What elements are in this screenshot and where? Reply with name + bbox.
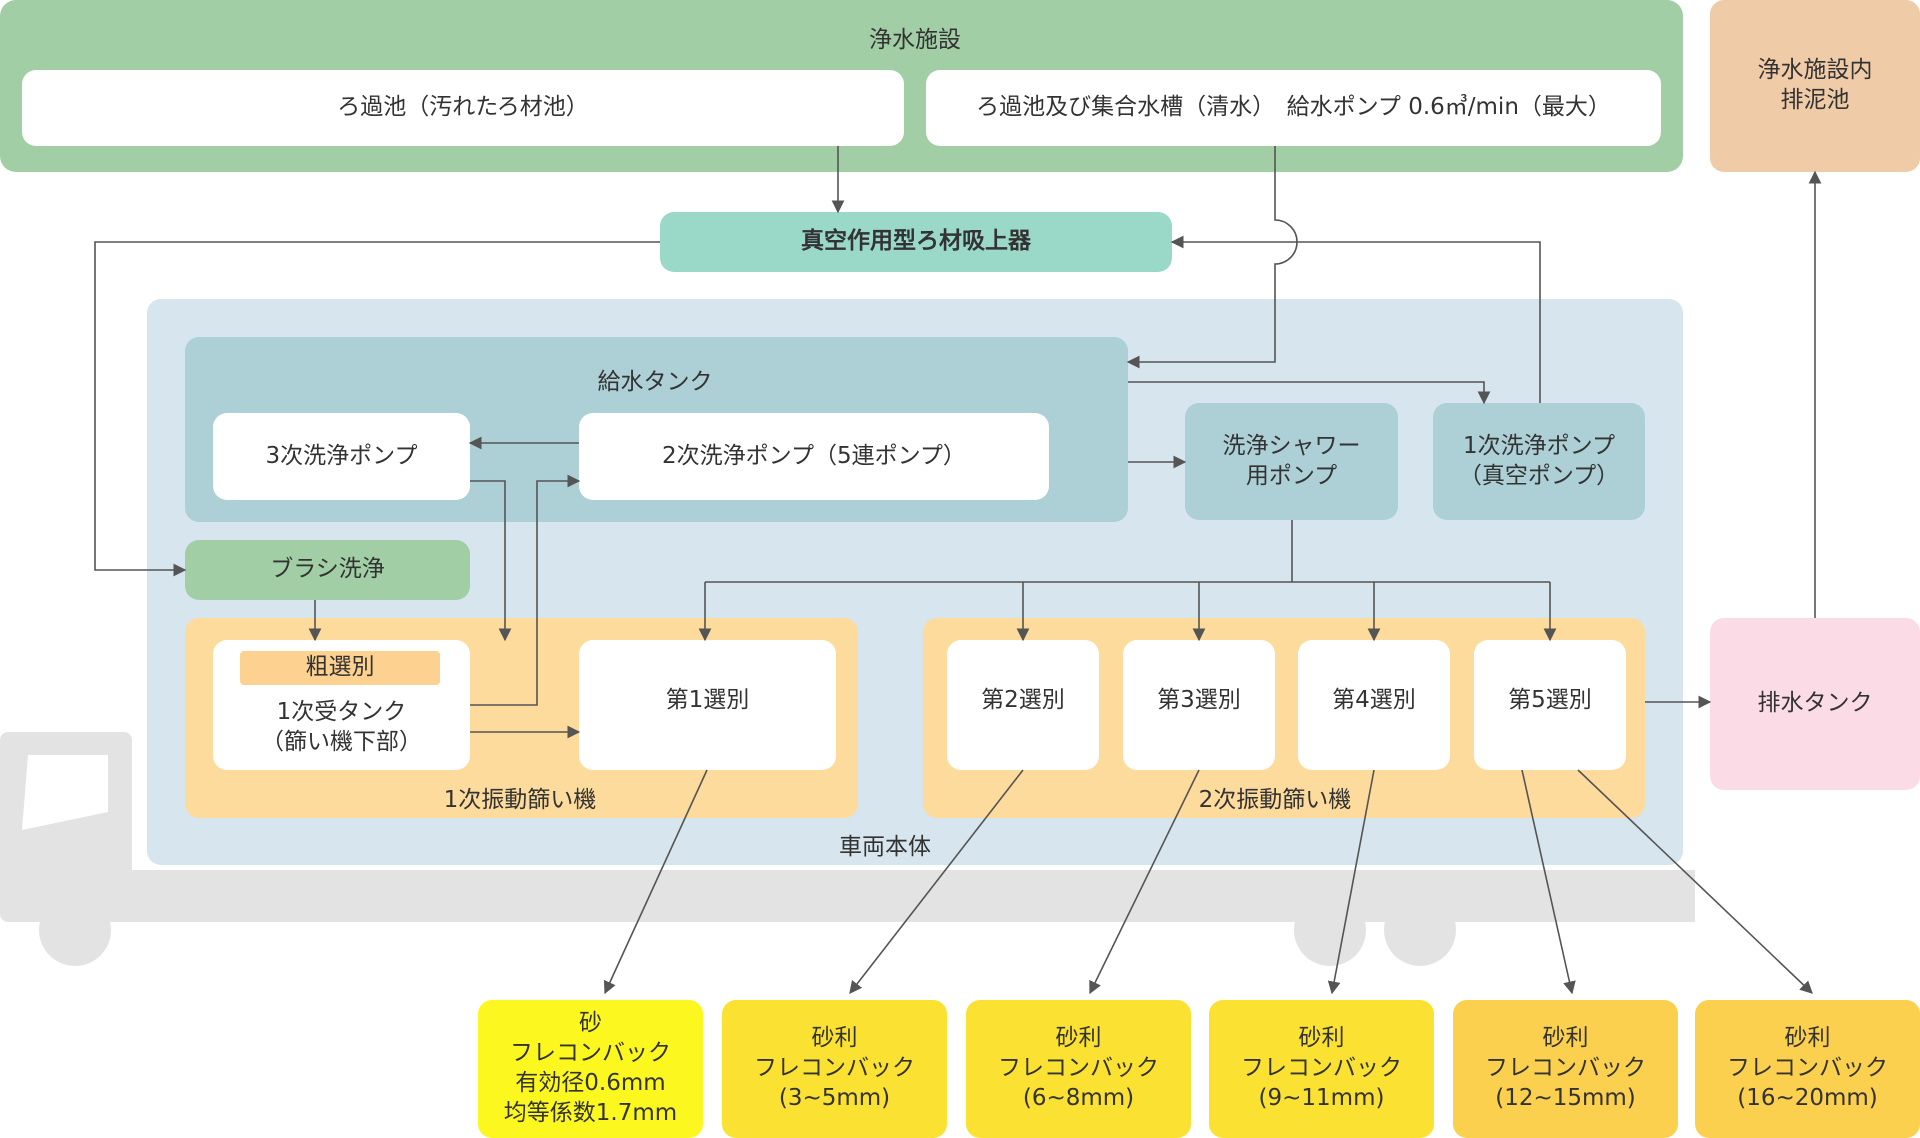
truck-window: [22, 755, 108, 830]
bag-gravel-9-11: 砂利 フレコンバック (9~11mm): [1209, 1000, 1434, 1138]
primary-screen-label: 1次振動篩い機: [443, 787, 597, 813]
shower-pump: 洗浄シャワー 用ポンプ: [1185, 403, 1398, 520]
truck-wheel-rear-2: [1384, 894, 1456, 966]
sort-3: 第3選別: [1123, 640, 1275, 770]
sort-1: 第1選別: [579, 640, 836, 770]
primary-wash-pump: 1次洗浄ポンプ （真空ポンプ）: [1433, 403, 1645, 520]
bag-sand: 砂 フレコンバック 有効径0.6mm 均等係数1.7mm: [478, 1000, 703, 1138]
water-facility-title: 浄水施設: [869, 27, 961, 53]
secondary-screen-label: 2次振動篩い機: [1198, 787, 1352, 813]
clear-water-tank: ろ過池及び集合水槽（清水） 給水ポンプ 0.6㎥/min（最大）: [926, 70, 1661, 146]
vehicle-body-label: 車両本体: [839, 834, 931, 860]
sludge-pond: 浄水施設内 排泥池: [1710, 0, 1920, 172]
bag-gravel-16-20: 砂利 フレコンバック (16~20mm): [1695, 1000, 1920, 1138]
coarse-sort-label: 粗選別: [240, 651, 440, 685]
drainage-tank: 排水タンク: [1710, 618, 1920, 790]
bag-gravel-6-8: 砂利 フレコンバック (6~8mm): [966, 1000, 1191, 1138]
sort-5: 第5選別: [1474, 640, 1626, 770]
truck-bed: [100, 870, 1695, 922]
brush-wash: ブラシ洗浄: [185, 540, 470, 600]
vacuum-filter-lifter: 真空作用型ろ材吸上器: [660, 212, 1172, 272]
secondary-wash-pump: 2次洗浄ポンプ（5連ポンプ）: [579, 413, 1049, 500]
bag-gravel-3-5: 砂利 フレコンバック (3~5mm): [722, 1000, 947, 1138]
water-tank-title: 給水タンク: [597, 369, 713, 395]
truck-wheel-rear-1: [1294, 894, 1366, 966]
truck-wheel-front: [39, 894, 111, 966]
tertiary-wash-pump: 3次洗浄ポンプ: [213, 413, 470, 500]
filter-pond: ろ過池（汚れたろ材池）: [22, 70, 904, 146]
sort-4: 第4選別: [1298, 640, 1450, 770]
bag-gravel-12-15: 砂利 フレコンバック (12~15mm): [1453, 1000, 1678, 1138]
sort-2: 第2選別: [947, 640, 1099, 770]
primary-receive-tank: 1次受タンク （篩い機下部）: [261, 699, 422, 755]
